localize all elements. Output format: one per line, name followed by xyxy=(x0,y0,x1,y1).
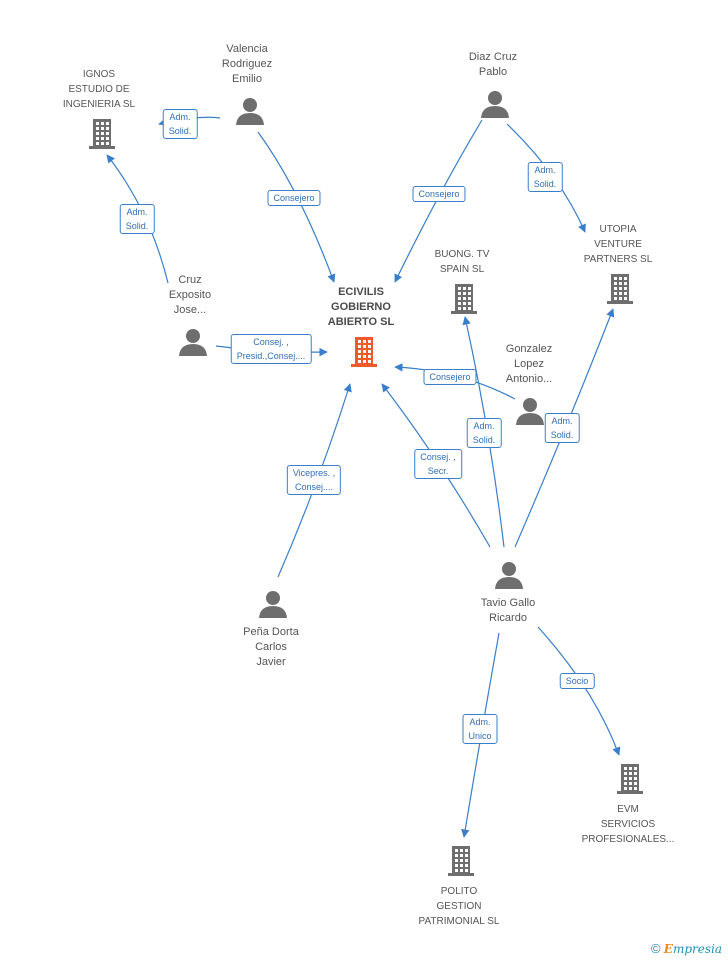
edge-label-tavio-to-ecivilis[interactable]: Consej. , Secr. xyxy=(414,449,462,479)
edge-label-tavio-to-evm[interactable]: Socio xyxy=(559,673,595,689)
node-label-line: Cruz xyxy=(178,274,202,286)
copyright-symbol: © xyxy=(650,941,661,956)
node-label-line: Lopez xyxy=(514,358,544,370)
edge-label-line: Adm. xyxy=(469,717,491,727)
edge-label-diaz-to-ecivilis[interactable]: Consejero xyxy=(412,186,466,202)
building-icon[interactable] xyxy=(351,337,377,367)
edge-label-diaz-to-utopia[interactable]: Adm. Solid. xyxy=(527,162,563,192)
person-icon[interactable] xyxy=(259,591,287,618)
node-label-line: Peña Dorta xyxy=(243,626,299,638)
edge-label-line: Consejero xyxy=(418,189,460,199)
node-label-line: Diaz Cruz xyxy=(468,51,518,63)
node-label-ecivilis[interactable]: ECIVILIS GOBIERNO ABIERTO SL xyxy=(328,285,394,330)
edge-label-line: Consej. , xyxy=(253,337,289,347)
edge-label-line: Socio xyxy=(565,676,589,686)
edge-label-line: Adm. xyxy=(551,416,573,426)
node-label-line: POLITO xyxy=(440,886,478,897)
edge-label-cruz-to-ignos[interactable]: Adm. Solid. xyxy=(119,204,155,234)
node-label-buong[interactable]: BUONG. TV SPAIN SL xyxy=(435,247,490,277)
node-label-line: PATRIMONIAL SL xyxy=(418,916,500,927)
brand-logo: Empresia xyxy=(663,942,722,956)
edge-label-line: Secr. xyxy=(427,466,449,476)
edge-label-line: Adm. xyxy=(473,421,495,431)
node-label-evm[interactable]: EVM SERVICIOS PROFESIONALES... xyxy=(582,802,675,847)
edge-tavio-to-evm xyxy=(537,626,621,756)
edge-valencia-to-ecivilis xyxy=(257,131,336,283)
node-label-utopia[interactable]: UTOPIA VENTURE PARTNERS SL xyxy=(584,222,653,267)
node-label-line: PROFESIONALES... xyxy=(581,834,675,845)
edge-label-line: Adm. xyxy=(126,207,148,217)
node-label-line: IGNOS xyxy=(82,69,116,80)
edge-label-line: Consej.... xyxy=(294,482,334,492)
node-label-line: Valencia xyxy=(226,43,268,55)
node-label-polito[interactable]: POLITO GESTION PATRIMONIAL SL xyxy=(419,884,500,929)
node-label-line: Javier xyxy=(256,656,286,668)
node-label-line: Gonzalez xyxy=(505,343,553,355)
edge-label-line: Solid. xyxy=(550,430,574,440)
node-label-line: PARTNERS SL xyxy=(583,254,653,265)
building-icon[interactable] xyxy=(448,846,474,876)
person-icon[interactable] xyxy=(481,91,509,118)
node-label-line: SERVICIOS xyxy=(600,819,656,830)
edge-label-line: Solid. xyxy=(168,126,192,136)
node-label-line: UTOPIA xyxy=(599,224,637,235)
node-label-line: ESTUDIO DE xyxy=(68,84,130,95)
node-label-line: GOBIERNO xyxy=(331,301,391,313)
node-label-line: Jose... xyxy=(173,304,207,316)
edge-label-tavio-to-buong[interactable]: Adm. Solid. xyxy=(466,418,502,448)
building-icon[interactable] xyxy=(617,764,643,794)
edge-label-line: Consej. , xyxy=(420,452,456,462)
node-label-line: GESTION xyxy=(436,901,482,912)
node-label-line: Pablo xyxy=(478,66,508,78)
edge-label-line: Vicepres. , xyxy=(292,468,336,478)
edge-label-valencia-to-ecivilis[interactable]: Consejero xyxy=(267,190,321,206)
edge-label-line: Unico xyxy=(468,731,492,741)
node-label-line: Rodriguez xyxy=(221,58,273,70)
edge-label-line: Solid. xyxy=(125,221,149,231)
person-icon[interactable] xyxy=(236,98,264,125)
edge-label-line: Presid.,Consej.... xyxy=(236,351,306,361)
edge-label-line: Adm. xyxy=(169,112,191,122)
building-icon[interactable] xyxy=(89,119,115,149)
person-icon[interactable] xyxy=(179,329,207,356)
edge-label-line: Solid. xyxy=(533,179,557,189)
edge-label-gonzalez-to-ecivilis[interactable]: Consejero xyxy=(423,369,477,385)
edge-label-pena-to-ecivilis[interactable]: Vicepres. , Consej.... xyxy=(286,465,342,495)
edge-label-tavio-to-utopia[interactable]: Adm. Solid. xyxy=(544,413,580,443)
node-label-line: Tavio Gallo xyxy=(480,597,536,609)
node-label-line: Antonio... xyxy=(505,373,553,385)
building-icon[interactable] xyxy=(607,274,633,304)
node-label-ignos[interactable]: IGNOS ESTUDIO DE INGENIERIA SL xyxy=(63,67,135,112)
edge-label-cruz-to-ecivilis[interactable]: Consej. , Presid.,Consej.... xyxy=(230,334,312,364)
node-label-line: INGENIERIA SL xyxy=(62,99,136,110)
node-label-line: Emilio xyxy=(232,73,262,85)
person-icon[interactable] xyxy=(516,398,544,425)
node-label-line: Carlos xyxy=(255,641,287,653)
edge-label-line: Consejero xyxy=(273,193,315,203)
edge-label-valencia-to-ignos[interactable]: Adm. Solid. xyxy=(162,109,198,139)
node-label-line: SPAIN SL xyxy=(439,264,485,275)
node-label-line: Ricardo xyxy=(489,612,527,624)
person-icon[interactable] xyxy=(495,562,523,589)
edge-label-line: Consejero xyxy=(429,372,471,382)
node-label-line: Exposito xyxy=(168,289,212,301)
node-label-line: EVM xyxy=(617,804,639,815)
node-label-line: BUONG. TV xyxy=(434,249,490,260)
node-label-line: VENTURE xyxy=(594,239,642,250)
edge-label-line: Solid. xyxy=(472,435,496,445)
building-icon[interactable] xyxy=(451,284,477,314)
node-label-line: ECIVILIS xyxy=(338,286,384,298)
node-label-line: ABIERTO SL xyxy=(327,316,395,328)
footer-brand[interactable]: © Empresia xyxy=(651,941,722,956)
edge-label-tavio-to-polito[interactable]: Adm. Unico xyxy=(462,714,498,744)
edge-label-line: Adm. xyxy=(534,165,556,175)
